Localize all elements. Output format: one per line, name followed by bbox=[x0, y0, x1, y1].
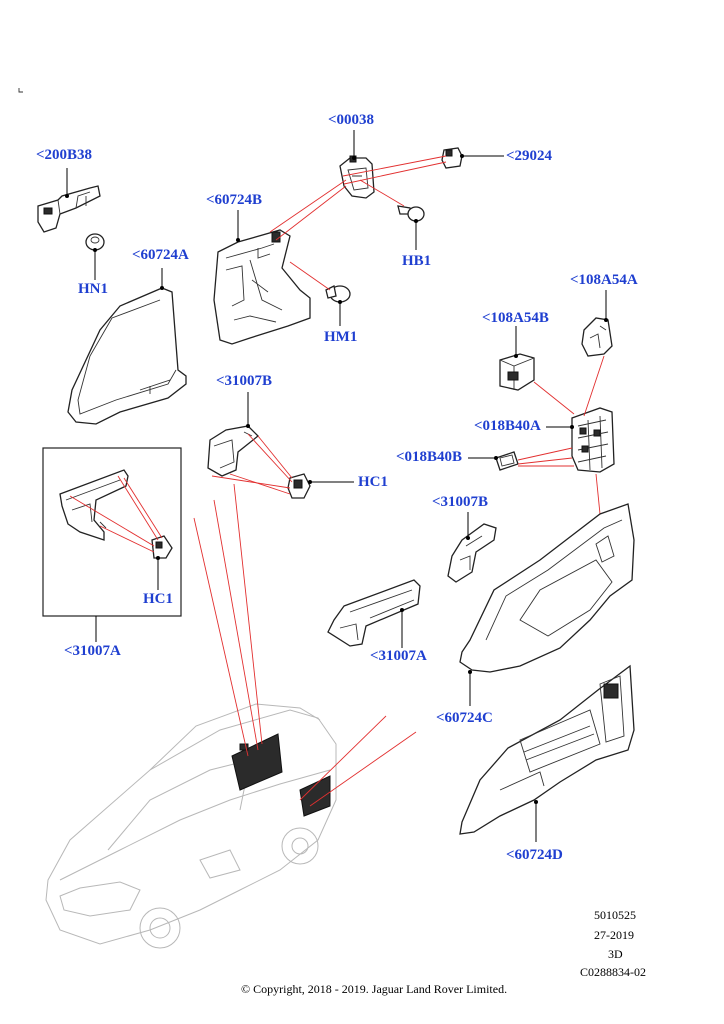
callout-hc1-main[interactable]: HC1 bbox=[358, 474, 388, 490]
panel-60724d[interactable] bbox=[459, 664, 635, 835]
bracket-200b38[interactable] bbox=[37, 185, 101, 233]
relay-108a54b[interactable] bbox=[499, 353, 535, 391]
red-leaders-top bbox=[269, 155, 447, 291]
callout-018b40a[interactable]: <018B40A bbox=[474, 418, 541, 434]
callout-108a54a[interactable]: <108A54A bbox=[570, 272, 638, 288]
callout-200b38[interactable]: <200B38 bbox=[36, 147, 93, 163]
callout-108a54b[interactable]: <108A54B bbox=[482, 310, 549, 326]
red-leaders-vehicle bbox=[193, 483, 417, 807]
vehicle-highlight bbox=[231, 733, 331, 817]
leader-dot bbox=[65, 194, 69, 198]
ref-view: 3D bbox=[608, 947, 623, 961]
ref-code: C0288834-02 bbox=[580, 965, 646, 979]
leader-dot bbox=[236, 238, 240, 242]
callout-60724d[interactable]: <60724D bbox=[506, 847, 563, 863]
bracket-31007a-mid[interactable] bbox=[327, 579, 421, 647]
leader-dot bbox=[160, 286, 164, 290]
callout-hc1-inset[interactable]: HC1 bbox=[143, 591, 173, 607]
leader-dot bbox=[570, 425, 574, 429]
callout-018b40b[interactable]: <018B40B bbox=[396, 449, 463, 465]
callout-31007a-mid[interactable]: <31007A bbox=[370, 648, 427, 664]
corner-mark bbox=[18, 88, 23, 93]
inset-box bbox=[42, 447, 182, 617]
leader-dot bbox=[494, 456, 498, 460]
callout-60724b[interactable]: <60724B bbox=[206, 192, 263, 208]
callout-hn1[interactable]: HN1 bbox=[78, 281, 108, 297]
callout-31007b-right[interactable]: <31007B bbox=[432, 494, 489, 510]
leader-dot bbox=[468, 670, 472, 674]
panel-60724b[interactable] bbox=[213, 229, 311, 345]
leader-dot bbox=[414, 219, 418, 223]
bracket-108a54a[interactable] bbox=[581, 317, 613, 357]
ref-date: 27-2019 bbox=[594, 928, 634, 942]
bracket-31007b-right[interactable] bbox=[447, 523, 497, 583]
leader-dot bbox=[93, 248, 97, 252]
leader-dot bbox=[156, 556, 160, 560]
panel-60724a[interactable] bbox=[67, 287, 187, 425]
leader-dot bbox=[400, 608, 404, 612]
bracket-31007b-top[interactable] bbox=[207, 425, 259, 477]
cover-018b40b[interactable] bbox=[495, 451, 519, 471]
red-leaders-inset bbox=[69, 475, 163, 553]
callout-29024[interactable]: <29024 bbox=[506, 148, 553, 164]
bolt-hb1[interactable] bbox=[397, 205, 425, 222]
leader-dot bbox=[352, 156, 356, 160]
ref-number: 5010525 bbox=[594, 908, 636, 922]
bracket-31007a-inset[interactable] bbox=[59, 469, 129, 541]
leader-dot bbox=[246, 424, 250, 428]
callout-31007b-top[interactable]: <31007B bbox=[216, 373, 273, 389]
vehicle-outline bbox=[45, 703, 337, 949]
red-leaders-hc1 bbox=[211, 433, 293, 495]
callout-31007a-inset[interactable]: <31007A bbox=[64, 643, 121, 659]
callout-00038[interactable]: <00038 bbox=[328, 112, 375, 128]
leader-dot bbox=[534, 800, 538, 804]
callout-60724a[interactable]: <60724A bbox=[132, 247, 189, 263]
clip-hm1[interactable] bbox=[325, 285, 351, 303]
callout-60724c[interactable]: <60724C bbox=[436, 710, 493, 726]
nut-hn1[interactable] bbox=[85, 233, 105, 251]
bracket-00038[interactable] bbox=[339, 155, 375, 199]
fusebox-018b40a[interactable] bbox=[571, 407, 615, 473]
callout-hb1[interactable]: HB1 bbox=[402, 253, 432, 269]
red-leaders-right bbox=[517, 355, 605, 515]
leader-dot bbox=[466, 536, 470, 540]
clip-29024[interactable] bbox=[441, 147, 463, 169]
leader-dot bbox=[338, 300, 342, 304]
leader-dot bbox=[514, 354, 518, 358]
clip-hc1-inset[interactable] bbox=[151, 535, 173, 559]
callout-hm1[interactable]: HM1 bbox=[324, 329, 358, 345]
leader-dot bbox=[604, 318, 608, 322]
leader-dot bbox=[308, 480, 312, 484]
leader-dot bbox=[460, 154, 464, 158]
panel-60724c[interactable] bbox=[459, 503, 635, 673]
copyright: © Copyright, 2018 - 2019. Jaguar Land Ro… bbox=[241, 982, 508, 996]
